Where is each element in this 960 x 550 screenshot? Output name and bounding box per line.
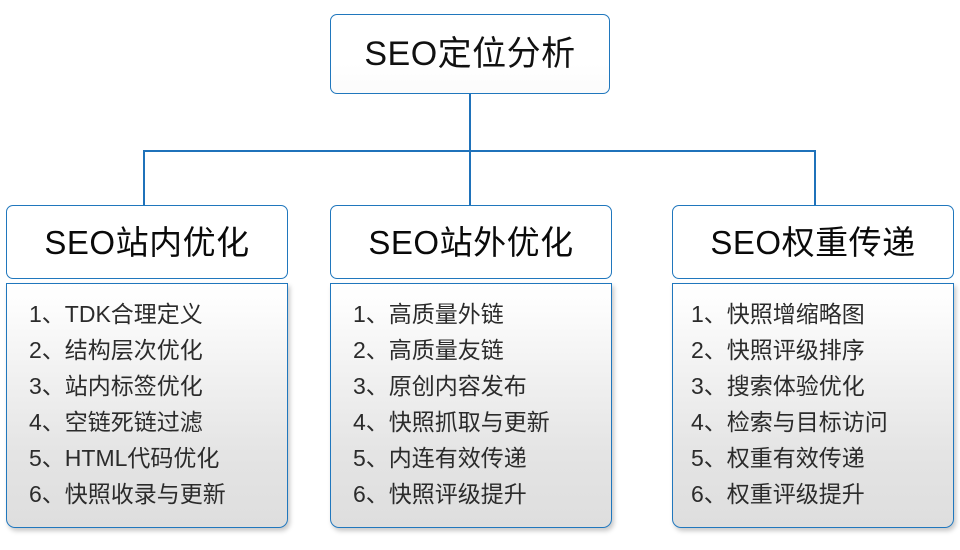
list-item: 2、结构层次优化	[29, 337, 203, 363]
list-item: 5、内连有效传递	[353, 445, 527, 471]
root-node-label: SEO定位分析	[364, 35, 576, 73]
list-item: 1、TDK合理定义	[29, 301, 203, 327]
branch-header-label-3: SEO权重传递	[710, 223, 916, 261]
branch-column-1: SEO站内优化 1、TDK合理定义 2、结构层次优化 3、站内标签优化 4、空链…	[6, 205, 288, 528]
connector-horizontal-bus	[143, 150, 816, 152]
branch-body-3: 1、快照增缩略图 2、快照评级排序 3、搜索体验优化 4、检索与目标访问 5、权…	[672, 283, 954, 528]
list-item: 3、站内标签优化	[29, 373, 203, 399]
list-item: 1、快照增缩略图	[691, 301, 865, 327]
branch-header-label-2: SEO站外优化	[368, 223, 574, 261]
list-item: 2、快照评级排序	[691, 337, 865, 363]
connector-branch-2-vertical	[469, 150, 471, 207]
list-item: 3、搜索体验优化	[691, 373, 865, 399]
list-item: 2、高质量友链	[353, 337, 504, 363]
branch-body-2: 1、高质量外链 2、高质量友链 3、原创内容发布 4、快照抓取与更新 5、内连有…	[330, 283, 612, 528]
branch-body-1: 1、TDK合理定义 2、结构层次优化 3、站内标签优化 4、空链死链过滤 5、H…	[6, 283, 288, 528]
branch-header-3[interactable]: SEO权重传递	[672, 205, 954, 279]
list-item: 6、权重评级提升	[691, 481, 865, 507]
branch-header-1[interactable]: SEO站内优化	[6, 205, 288, 279]
list-item: 5、HTML代码优化	[29, 445, 220, 471]
list-item: 1、高质量外链	[353, 301, 504, 327]
list-item: 6、快照收录与更新	[29, 481, 226, 507]
branch-header-label-1: SEO站内优化	[44, 223, 250, 261]
connector-branch-3-vertical	[814, 150, 816, 207]
branch-item-list-2: 1、高质量外链 2、高质量友链 3、原创内容发布 4、快照抓取与更新 5、内连有…	[331, 296, 611, 512]
list-item: 6、快照评级提升	[353, 481, 527, 507]
list-item: 4、检索与目标访问	[691, 409, 888, 435]
branch-header-2[interactable]: SEO站外优化	[330, 205, 612, 279]
branch-item-list-3: 1、快照增缩略图 2、快照评级排序 3、搜索体验优化 4、检索与目标访问 5、权…	[673, 296, 953, 512]
connector-branch-1-vertical	[143, 150, 145, 207]
list-item: 3、原创内容发布	[353, 373, 527, 399]
list-item: 4、空链死链过滤	[29, 409, 203, 435]
connector-root-vertical	[469, 94, 471, 151]
branch-column-2: SEO站外优化 1、高质量外链 2、高质量友链 3、原创内容发布 4、快照抓取与…	[330, 205, 612, 528]
root-node[interactable]: SEO定位分析	[330, 14, 610, 94]
list-item: 4、快照抓取与更新	[353, 409, 550, 435]
branch-column-3: SEO权重传递 1、快照增缩略图 2、快照评级排序 3、搜索体验优化 4、检索与…	[672, 205, 954, 528]
list-item: 5、权重有效传递	[691, 445, 865, 471]
branch-item-list-1: 1、TDK合理定义 2、结构层次优化 3、站内标签优化 4、空链死链过滤 5、H…	[7, 296, 287, 512]
